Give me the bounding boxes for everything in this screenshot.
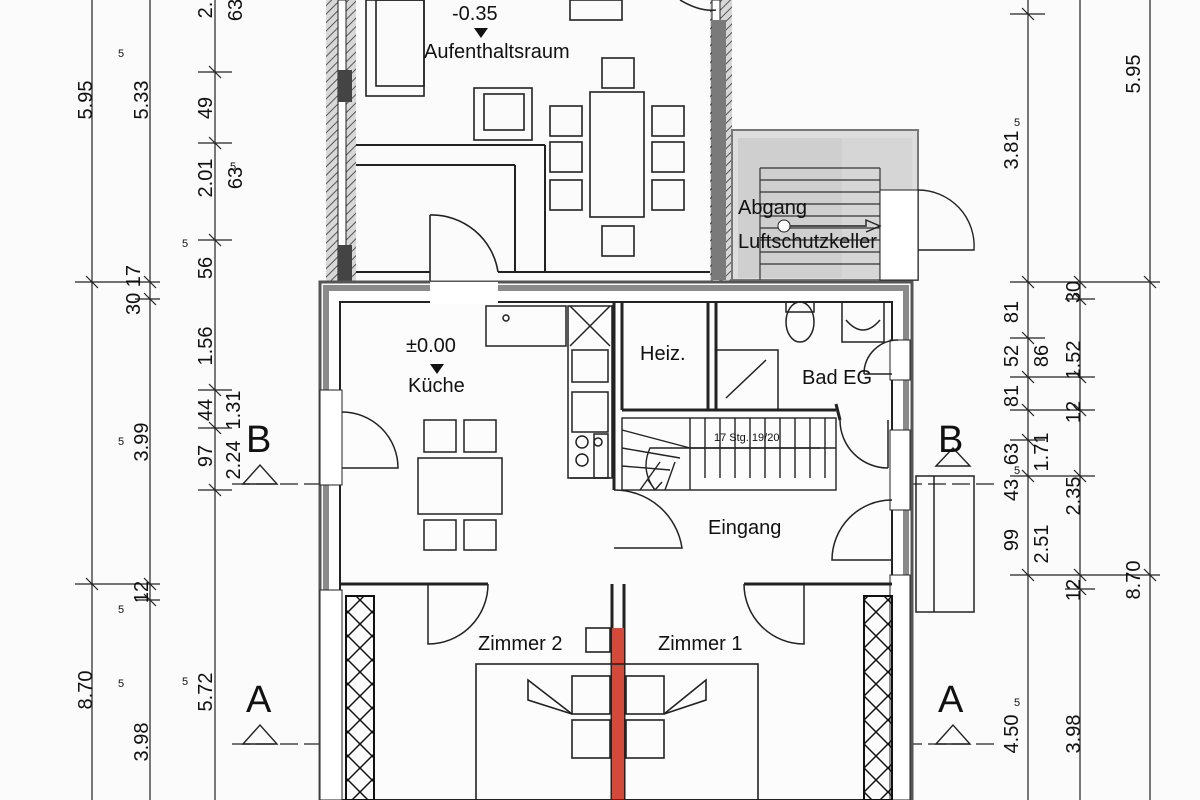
beds [475, 627, 759, 800]
svg-text:5: 5 [118, 48, 124, 60]
red-wall-marker [612, 628, 624, 800]
stairs-label: 17 Stg. 19/20 [714, 432, 779, 444]
ground-floor-walls [318, 280, 914, 800]
luftschutzkeller-label: Luftschutzkeller [738, 231, 877, 253]
svg-text:63: 63 [1001, 443, 1023, 465]
level-upper: -0.35 [452, 3, 498, 25]
svg-text:3.99: 3.99 [131, 423, 153, 462]
svg-text:86: 86 [1031, 345, 1053, 367]
svg-text:4.50: 4.50 [1001, 715, 1023, 754]
svg-text:97: 97 [195, 445, 217, 467]
svg-text:5.33: 5.33 [131, 81, 153, 120]
svg-text:5: 5 [182, 238, 188, 250]
svg-text:2.24: 2.24 [223, 441, 245, 480]
room-heiz: Heiz. [640, 343, 686, 365]
svg-text:43: 43 [1001, 479, 1023, 501]
room-bad: Bad EG [802, 367, 872, 389]
svg-text:3.81: 3.81 [1001, 131, 1023, 170]
svg-text:3.98: 3.98 [1063, 715, 1085, 754]
svg-text:8.70: 8.70 [1123, 561, 1145, 600]
svg-text:2.35: 2.35 [1063, 477, 1085, 516]
doors [341, 411, 975, 645]
svg-text:2.51: 2.51 [1031, 525, 1053, 564]
dimension-superscripts: 5 5 5 5 5 5 5 5 5 5 [118, 48, 1020, 709]
svg-text:5: 5 [182, 676, 188, 688]
svg-text:52: 52 [1001, 345, 1023, 367]
svg-text:44: 44 [195, 399, 217, 421]
svg-text:30 17: 30 17 [123, 265, 145, 315]
svg-text:81: 81 [1001, 385, 1023, 407]
section-markers [241, 446, 972, 745]
svg-text:99: 99 [1001, 529, 1023, 551]
svg-text:81: 81 [1001, 301, 1023, 323]
cellar-stair-block [731, 129, 975, 281]
main-stairs [621, 417, 837, 491]
svg-text:5: 5 [118, 436, 124, 448]
svg-text:8.70: 8.70 [75, 671, 97, 710]
room-zimmer2: Zimmer 2 [478, 633, 562, 655]
svg-text:5: 5 [230, 161, 236, 173]
upper-room-walls [326, 0, 732, 283]
svg-text:49: 49 [195, 97, 217, 119]
section-b-right: B [938, 419, 963, 461]
dimension-lines-right [1010, 0, 1160, 800]
svg-text:1.31: 1.31 [223, 391, 245, 430]
svg-text:2.01: 2.01 [195, 159, 217, 198]
section-a-left: A [246, 679, 272, 721]
kitchen-fixtures [417, 305, 613, 551]
svg-text:63: 63 [225, 0, 247, 21]
svg-text:5.95: 5.95 [75, 81, 97, 120]
svg-text:30: 30 [1063, 281, 1085, 303]
section-b-left: B [246, 419, 271, 461]
wardrobes [345, 595, 893, 800]
svg-text:12: 12 [131, 581, 153, 603]
bathroom-fixtures [715, 301, 899, 469]
svg-text:3.98: 3.98 [131, 723, 153, 762]
abgang-label: Abgang [738, 197, 807, 219]
svg-text:63: 63 [225, 167, 247, 189]
section-a-right: A [938, 679, 964, 721]
svg-text:12: 12 [1063, 401, 1085, 423]
svg-text:5: 5 [118, 678, 124, 690]
svg-text:1.71: 1.71 [1031, 433, 1053, 472]
svg-text:2.: 2. [195, 2, 217, 19]
svg-text:56: 56 [195, 257, 217, 279]
upper-room-door [429, 214, 499, 283]
svg-text:12: 12 [1063, 579, 1085, 601]
level-ground: ±0.00 [406, 335, 456, 357]
room-eingang: Eingang [708, 517, 781, 539]
svg-text:1.52: 1.52 [1063, 341, 1085, 380]
svg-text:5: 5 [118, 604, 124, 616]
svg-text:5: 5 [1014, 117, 1020, 129]
svg-text:1.56: 1.56 [195, 327, 217, 366]
upper-room-furniture [365, 0, 717, 257]
room-kueche: Küche [408, 375, 465, 397]
svg-text:5: 5 [1014, 465, 1020, 477]
svg-text:5.72: 5.72 [195, 673, 217, 712]
dimension-labels-right: 5.95 8.70 3.81 81 52 81 63 43 99 4.50 30… [1001, 55, 1145, 754]
room-zimmer1: Zimmer 1 [658, 633, 742, 655]
dimension-labels-left: 5.95 8.70 30 17 5.33 3.99 12 3.98 49 2.0… [75, 0, 247, 761]
level-markers [430, 28, 488, 374]
dimension-lines-left [75, 0, 232, 800]
room-aufenthaltsraum: Aufenthaltsraum [424, 41, 570, 63]
svg-text:5: 5 [1014, 697, 1020, 709]
svg-text:5.95: 5.95 [1123, 55, 1145, 94]
